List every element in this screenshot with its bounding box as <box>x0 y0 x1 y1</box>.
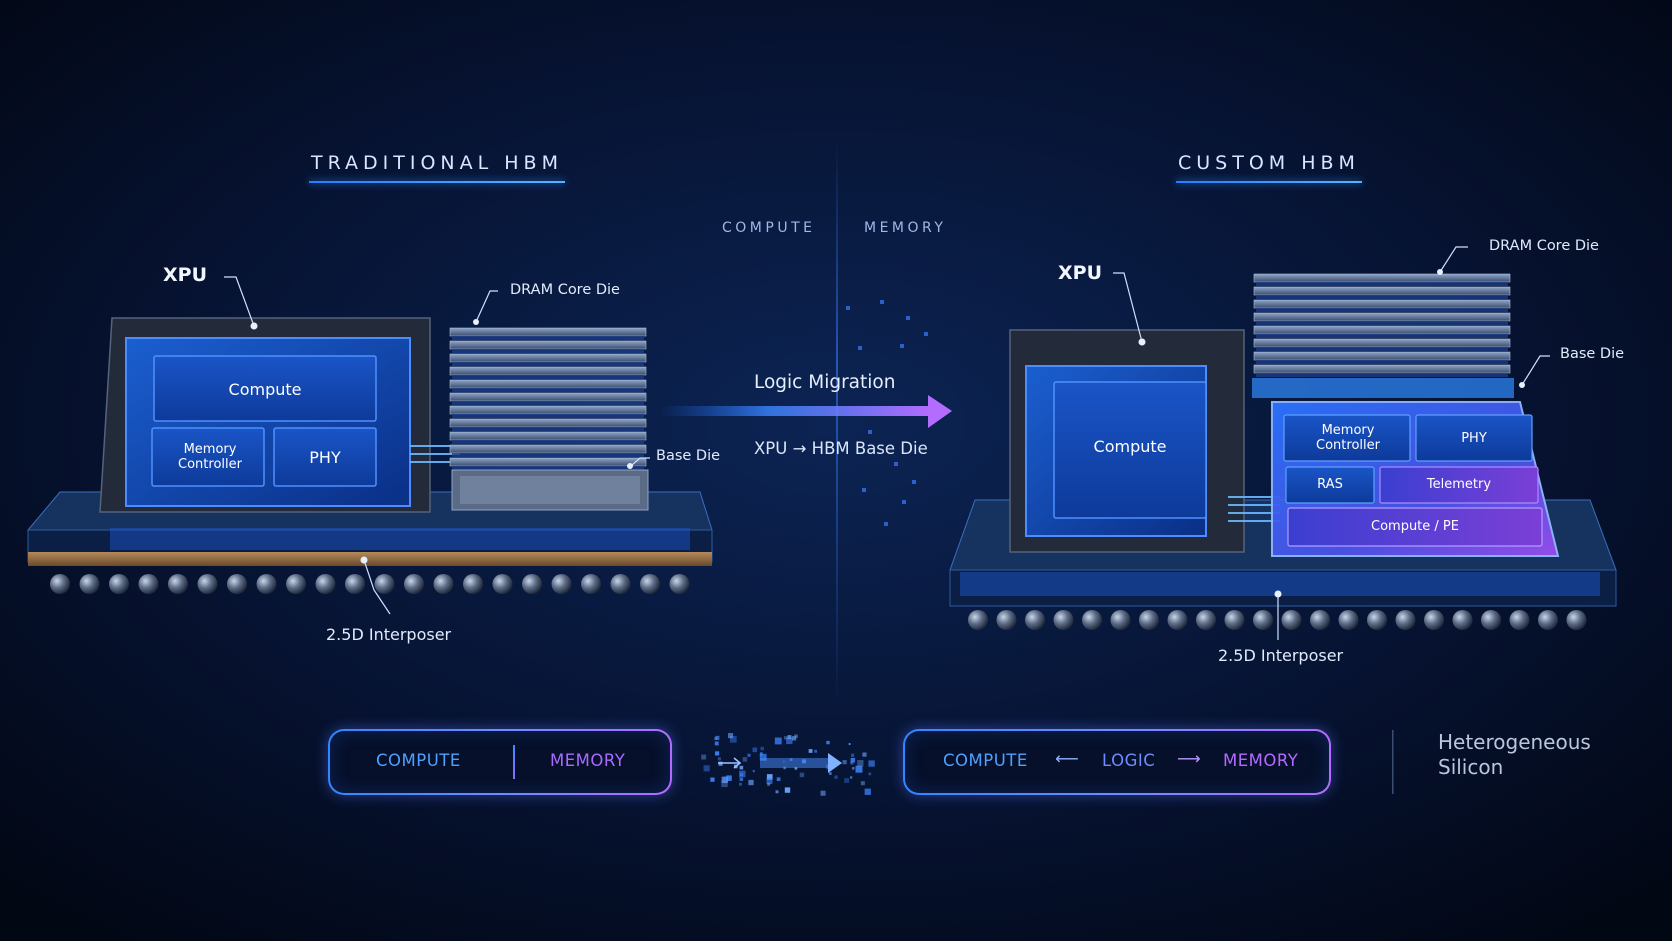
xpu-label-left: XPU <box>163 264 208 286</box>
pill-logic-label: LOGIC <box>1102 751 1156 770</box>
interposer-traces <box>110 528 690 550</box>
pill-compute-label: COMPUTE <box>376 751 461 770</box>
compute-text-left: Compute <box>228 380 302 399</box>
migration-to: HBM Base Die <box>811 439 928 458</box>
arrow-left-icon: ⟵ <box>1055 749 1080 768</box>
dram-core-die-label-right: DRAM Core Die <box>1489 238 1599 254</box>
compute-block-right <box>1053 381 1207 519</box>
base-die-label-right: Base Die <box>1560 346 1625 362</box>
compute-pe-block <box>1287 507 1543 547</box>
pill-compute-label-right: COMPUTE <box>943 751 1028 770</box>
ras-block <box>1285 466 1375 504</box>
solder-balls <box>968 610 1587 630</box>
custom-pill: COMPUTE ⟵ LOGIC ⟶ MEMORY <box>903 729 1331 795</box>
memory-controller-block-right <box>1283 414 1411 462</box>
telemetry-text: Telemetry <box>1426 477 1492 492</box>
phy-block-right <box>1415 414 1533 462</box>
xpu-label-right: XPU <box>1058 262 1103 284</box>
arrow-right-icon: ⟶ <box>1177 749 1202 768</box>
axis-compute-label: COMPUTE <box>722 220 816 236</box>
migration-arrow <box>660 300 952 526</box>
compute-pe-text: Compute / PE <box>1371 519 1459 534</box>
compute-block-left <box>153 355 377 422</box>
axis-memory-label: MEMORY <box>864 220 947 236</box>
pill-memory-label: MEMORY <box>550 751 626 770</box>
interposer-label-left: 2.5D Interposer <box>326 625 452 644</box>
pixel-stream <box>701 733 875 796</box>
memory-controller-text-left: Memory Controller <box>178 442 242 472</box>
phy-block-left <box>273 427 377 487</box>
center-divider <box>836 140 838 710</box>
compute-text-right: Compute <box>1093 437 1167 456</box>
dram-stack-left <box>449 327 647 470</box>
arrow-right-icon: → <box>792 439 812 458</box>
dram-stack-right <box>1252 273 1514 398</box>
heterogeneous-silicon-note: Heterogeneous Silicon <box>1438 730 1591 779</box>
pill-divider <box>513 745 515 779</box>
phy-text-left: PHY <box>309 448 341 467</box>
pill-memory-label-right: MEMORY <box>1223 751 1299 770</box>
telemetry-block <box>1379 466 1539 504</box>
interposer-label-right: 2.5D Interposer <box>1218 646 1344 665</box>
base-die-label-left: Base Die <box>656 448 721 464</box>
traditional-package <box>26 276 713 615</box>
solder-balls <box>50 574 690 594</box>
migration-from: XPU <box>754 439 788 458</box>
pixel-dots <box>846 300 928 526</box>
memory-controller-text-right: Memory Controller <box>1316 423 1380 453</box>
traditional-hbm-title: TRADITIONAL HBM <box>309 152 565 183</box>
phy-text-right: PHY <box>1461 431 1487 446</box>
dram-core-die-label-left: DRAM Core Die <box>510 282 620 298</box>
migration-title: Logic Migration <box>754 372 896 393</box>
traditional-pill: COMPUTE MEMORY <box>328 729 672 795</box>
ras-text: RAS <box>1317 477 1343 492</box>
custom-hbm-title: CUSTOM HBM <box>1176 152 1362 183</box>
memory-controller-block-left <box>151 427 265 487</box>
custom-package <box>949 246 1617 640</box>
migration-path: XPU → HBM Base Die <box>754 439 928 458</box>
